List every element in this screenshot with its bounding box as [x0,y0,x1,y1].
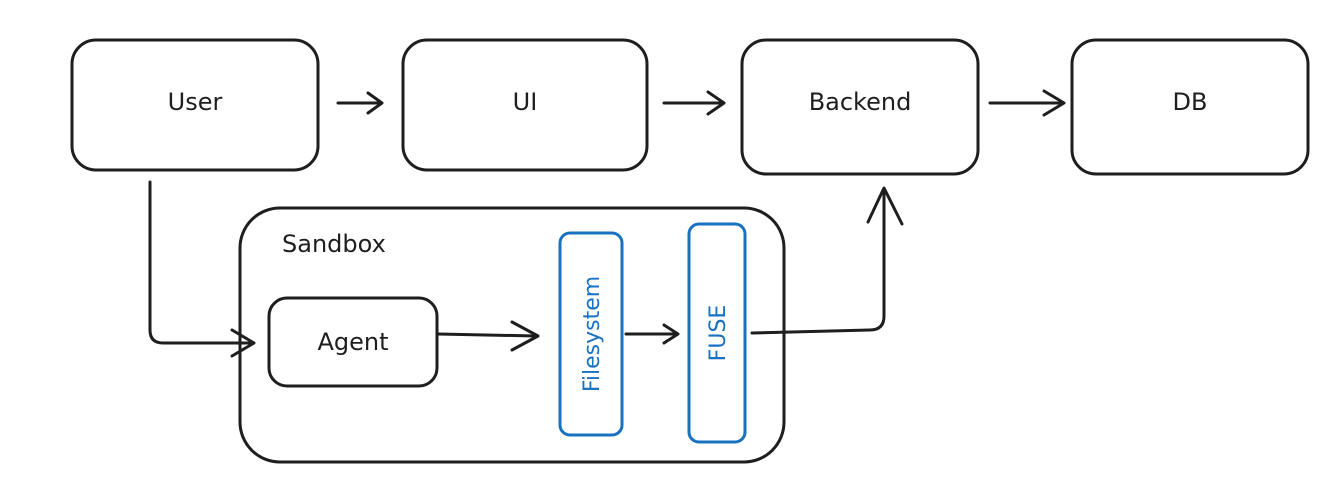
agent-label: Agent [317,328,388,356]
agent-node: Agent [267,296,439,388]
fuse-box [687,222,747,444]
fuse-node: FUSE [687,222,747,444]
filesystem-box [558,231,624,437]
backend-label: Backend [809,88,912,116]
ui-label: UI [513,88,538,116]
sandbox-label: Sandbox [282,230,386,258]
filesystem-label: Filesystem [580,276,605,392]
arrow-backend-to-db [988,89,1066,117]
db-node: DB [1070,38,1310,176]
user-node: User [70,38,320,172]
db-label: DB [1173,88,1208,116]
arrow-agent-to-filesystem [436,320,540,352]
ui-box [401,38,649,172]
user-label: User [168,88,223,116]
arrow-ui-to-backend [662,90,726,116]
filesystem-node: Filesystem [558,231,624,437]
agent-box [267,296,439,388]
arrow-fuse-to-backend [750,186,904,335]
arrow-filesystem-to-fuse [624,323,680,345]
arrow-user-to-agent [148,180,256,358]
arrow-user-to-ui [336,91,384,115]
backend-node: Backend [740,38,980,176]
ui-node: UI [401,38,649,172]
user-box [70,38,320,172]
db-box [1070,38,1310,176]
backend-box [740,38,980,176]
fuse-label: FUSE [706,305,731,362]
